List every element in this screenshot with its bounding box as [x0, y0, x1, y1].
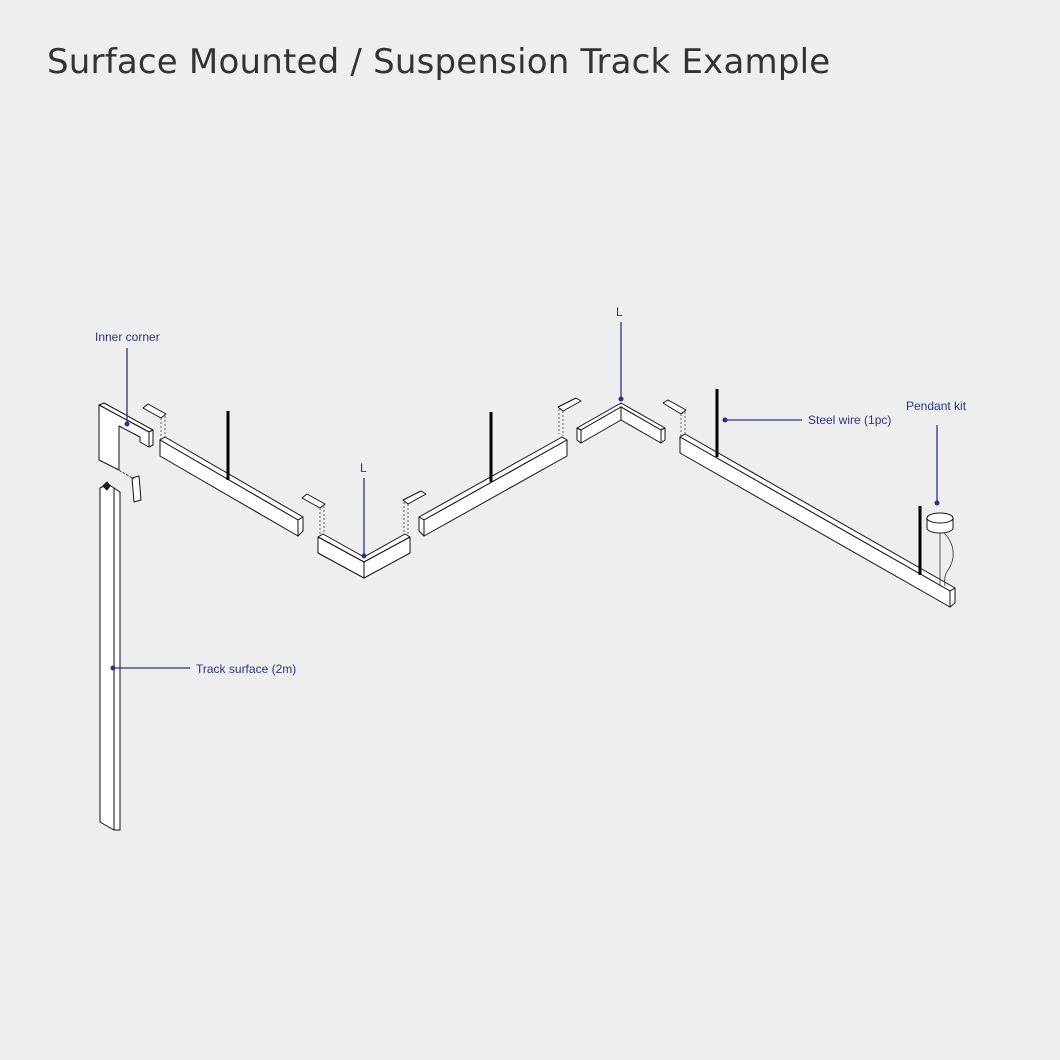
pendant-kit	[926, 512, 954, 587]
label-pendant-kit: Pendant kit	[906, 399, 967, 506]
label-track-surface-text: Track surface (2m)	[196, 662, 296, 676]
page-title: Surface Mounted / Suspension Track Examp…	[47, 42, 831, 82]
inner-corner-piece	[98, 402, 154, 503]
vertical-track-surface	[99, 481, 121, 831]
label-l-corner-1: L	[360, 461, 367, 559]
track-rail-b	[418, 412, 568, 537]
label-inner-corner-text: Inner corner	[95, 330, 160, 344]
label-steel-wire-text: Steel wire (1pc)	[808, 413, 891, 427]
connector-plates	[142, 397, 687, 536]
label-l-corner-2: L	[616, 305, 624, 402]
label-inner-corner: Inner corner	[95, 330, 160, 427]
track-rail-a	[159, 411, 304, 537]
label-steel-wire: Steel wire (1pc)	[722, 413, 891, 427]
label-pendant-kit-text: Pendant kit	[906, 399, 967, 413]
l-corner-1	[317, 533, 411, 579]
label-track-surface: Track surface (2m)	[110, 662, 296, 676]
label-l-text-2: L	[616, 305, 623, 319]
track-rail-c	[679, 389, 956, 608]
l-corner-2	[576, 402, 666, 444]
label-l-text-1: L	[360, 461, 367, 475]
